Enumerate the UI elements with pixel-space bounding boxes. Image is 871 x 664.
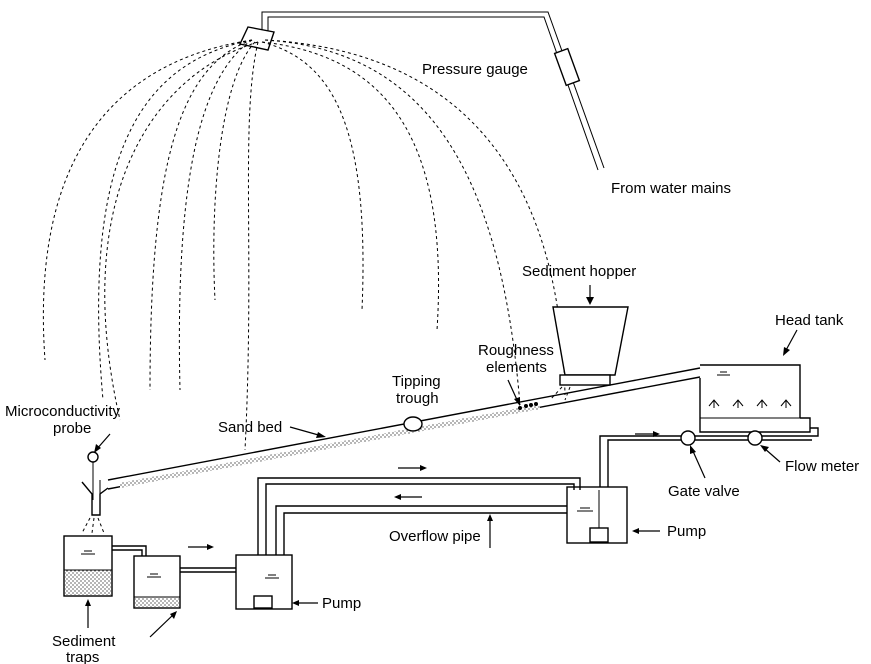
- label-sediment-traps-line2: traps: [66, 649, 99, 664]
- flow-arrow-lower: [394, 494, 422, 500]
- flow-meter: [747, 430, 763, 446]
- pump-tank-bottom: [235, 554, 293, 610]
- label-flow-meter: Flow meter: [785, 458, 859, 475]
- label-sediment-hopper: Sediment hopper: [522, 263, 636, 280]
- label-from-water-mains: From water mains: [611, 180, 731, 197]
- label-roughness-elements-line1: Roughness: [478, 342, 554, 359]
- sediment-trap-1: [63, 535, 113, 597]
- supply-pipe-right: [599, 427, 819, 490]
- label-tipping-trough-line2: trough: [396, 390, 439, 407]
- spray-nozzle: [238, 26, 275, 51]
- label-sediment-traps-line1: Sediment: [52, 633, 116, 650]
- label-tipping-trough-line1: Tipping: [392, 373, 441, 390]
- roughness-elements: [518, 402, 538, 410]
- flume-outlet: [81, 481, 109, 534]
- pump-tank-right: [566, 486, 628, 544]
- label-gate-valve: Gate valve: [668, 483, 740, 500]
- leader-roughness-elements: [507, 379, 520, 406]
- label-microconductivity-probe-line2: probe: [53, 420, 91, 437]
- label-overflow-pipe: Overflow pipe: [389, 528, 481, 545]
- leader-gate-valve: [690, 445, 706, 479]
- microconductivity-probe: [87, 451, 99, 500]
- flow-arrow-upper: [398, 465, 427, 471]
- pressure-gauge: [553, 47, 581, 87]
- gate-valve: [680, 430, 696, 446]
- leader-pump-right: [632, 528, 660, 534]
- sediment-hopper: [549, 306, 629, 401]
- sediment-trap-2: [133, 555, 181, 609]
- label-pressure-gauge: Pressure gauge: [422, 61, 528, 78]
- leader-microconductivity-probe: [94, 433, 111, 453]
- label-pump-right: Pump: [667, 523, 706, 540]
- label-roughness-elements-line2: elements: [486, 359, 547, 376]
- label-microconductivity-probe-line1: Microconductivity: [5, 403, 121, 420]
- label-pump-bottom: Pump: [322, 595, 361, 612]
- head-tank: [699, 364, 811, 433]
- leader-sand-bed: [289, 426, 326, 438]
- flow-arrow-top-right: [635, 431, 660, 437]
- leader-sediment-hopper: [586, 285, 594, 305]
- leader-overflow-pipe: [487, 514, 493, 548]
- leader-pump-bottom: [292, 600, 318, 606]
- return-pipes: [257, 477, 581, 560]
- leader-flow-meter: [760, 445, 781, 463]
- water-supply-pipe: [261, 11, 605, 171]
- leader-sediment-traps: [85, 599, 177, 638]
- trap-connecting-pipes: [112, 545, 236, 573]
- tipping-trough: [403, 416, 423, 432]
- rain-spray-trajectories: [42, 39, 566, 451]
- label-head-tank: Head tank: [775, 312, 844, 329]
- label-sand-bed: Sand bed: [218, 419, 282, 436]
- leader-head-tank: [783, 329, 798, 356]
- flow-arrow-bottom: [188, 544, 214, 550]
